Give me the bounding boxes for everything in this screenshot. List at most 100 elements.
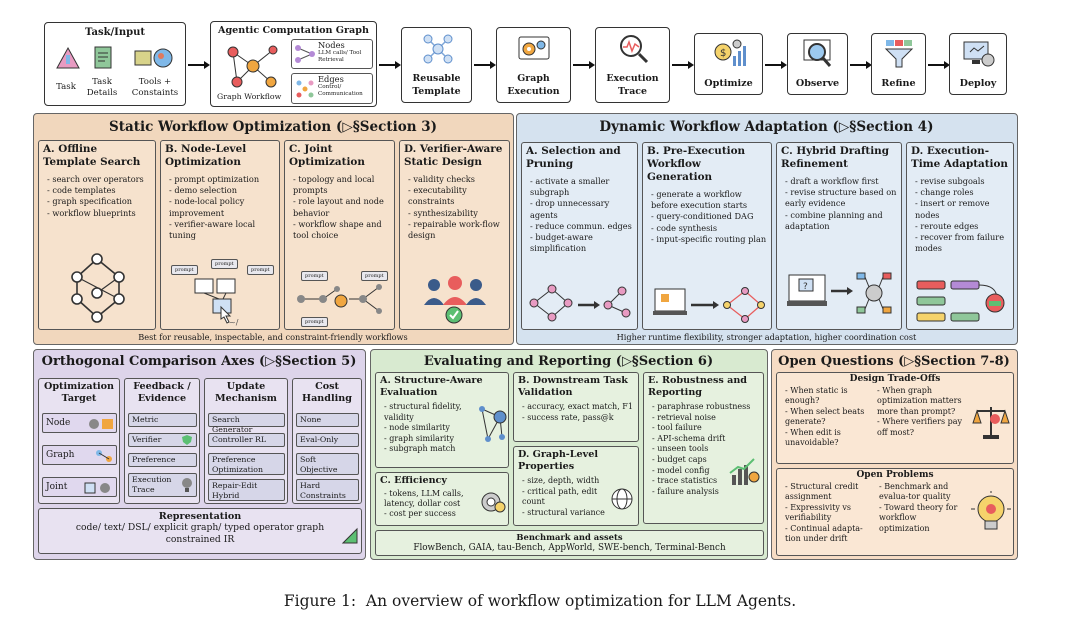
list-item: query-conditioned DAG [651,211,771,222]
ortho-col-update-title: Update Mechanism [215,381,277,404]
list-item: graph specification [47,196,155,207]
tradeoffs-left-list: When static is enough? When select beats… [785,386,875,448]
list-item: trace statistics [652,476,763,487]
ortho-col-cost: Cost Handling None Eval-Only Soft Object… [292,378,362,504]
list-item: search over operators [47,174,155,185]
dynamic-section: Dynamic Workflow Adaptation (▷§Section 4… [516,113,1018,345]
task-details-icon [94,46,112,69]
evaluating-section: Evaluating and Reporting (▷§Section 6) A… [370,349,768,560]
runtime-adaptation-icon [916,280,1005,322]
nodes-desc: LLM calls/ Tool Retrieval [318,50,362,63]
dynamic-col-d: D. Execution-Time Adaptation revise subg… [906,142,1014,330]
list-item: cost per success [384,509,478,519]
svg-text:$: $ [720,48,726,59]
cost-soft-objective: Soft Objective [296,453,359,475]
joint-target-icon [84,482,110,494]
step-refine: Refine [871,33,926,95]
static-col-c-title: C. Joint Optimization [289,143,365,168]
list-item: code synthesis [651,223,771,234]
nodes-subbox: Nodes LLM calls/ Tool Retrieval [291,39,373,69]
list-item: input-specific routing plan [651,234,771,245]
task-label: Task [56,82,76,92]
list-item: Benchmark and evalua-tor quality [879,482,967,503]
dynamic-col-a-title: A. Selection and Pruning [526,145,621,170]
eval-downstream-title: B. Downstream Task Validation [518,375,628,398]
problems-title: Open Problems [856,470,934,480]
list-item: workflow blueprints [47,208,155,219]
list-item: retrieval noise [652,413,763,424]
step-deploy: Deploy [949,33,1007,95]
list-item: When select beats generate? [785,407,875,428]
template-network-icon [423,34,453,64]
step-execution-trace-label: Execution Trace [606,73,659,97]
list-item: change roles [915,187,1013,198]
static-col-a-title: A. Offline Template Search [43,143,141,168]
evaluating-title: Evaluating and Reporting (▷§Section 6) [423,354,714,369]
hybrid-refinement-icon: ? [787,272,892,314]
update-repair-edit-hybrid: Repair-Edit Hybrid [208,479,285,501]
list-item: budget-aware simplification [530,232,637,254]
list-item: demo selection [169,185,279,196]
magnifier-trace-icon [620,35,649,64]
graph-target-icon [96,450,112,462]
task-details-label: Task Details [86,77,118,98]
list-item: node similarity [384,423,478,434]
list-item: When edit is unavoidable? [785,428,875,449]
list-item: topology and local prompts [293,174,394,196]
pruning-graph-icon [529,284,631,322]
ortho-col-feedback: Feedback / Evidence Metric Verifier Pref… [124,378,200,504]
list-item: tokens, LLM calls, latency, dollar cost [384,489,478,509]
representation-title: Representation [158,511,242,522]
arrow-7 [850,61,872,68]
lightbulb-icon [971,491,1011,530]
ortho-col-cost-title: Cost Handling [302,381,352,404]
list-item: Toward theory for workflow optimization [879,503,967,534]
edges-subbox: Edges Control/ Communication [291,73,373,104]
tools-label: Tools + Constaints [131,77,179,98]
list-item: validity checks [408,174,509,185]
list-item: generate a workflow before execution sta… [651,189,771,211]
list-item: size, depth, width [522,476,610,487]
cost-eval-only: Eval-Only [296,433,359,447]
list-item: API-schema drift [652,434,763,445]
template-search-graph-icon [71,253,125,323]
representation-text: code/ text/ DSL/ explicit graph/ typed o… [75,522,325,545]
edges-label: Edges [318,74,344,84]
optimize-icon: $ [714,39,746,66]
graph-workflow-icon [227,45,278,88]
update-controller-rl: Controller RL [208,433,285,447]
svg-text:~/: ~/ [229,318,239,327]
static-col-b-list: prompt optimization demo selection node-… [161,171,279,241]
graph-box: Agentic Computation Graph Graph Workflow… [210,21,377,107]
step-observe-label: Observe [795,78,840,89]
arrow-4 [573,61,595,68]
static-col-b: B. Node-Level Optimization prompt optimi… [160,140,280,330]
ortho-col-feedback-title: Feedback / Evidence [133,381,191,404]
step-reusable-template-label: Reusable Template [412,73,461,97]
list-item: revise subgoals [915,176,1013,187]
list-item: When graph optimization matters more tha… [877,386,967,417]
eval-structure: A. Structure-Aware Evaluation structural… [375,372,509,468]
list-item: Structural credit assignment [785,482,875,503]
list-item: graph similarity [384,434,478,445]
shield-icon [182,435,192,445]
feedback-verifier: Verifier [128,433,197,447]
benchmark-box: Benchmark and assets FlowBench, GAIA, ta… [375,530,764,556]
trace-bulb-icon [182,478,192,492]
figure-caption: Figure 1: An overview of workflow optimi… [283,592,797,610]
dynamic-col-c-title: C. Hybrid Drafting Refinement [781,145,890,170]
eval-robustness-title: E. Robustness and Reporting [648,375,748,398]
refine-funnel-icon [884,40,914,68]
feedback-preference: Preference [128,453,197,467]
list-item: subgraph match [384,444,478,455]
eval-downstream-list: accuracy, exact match, F1 success rate, … [514,401,638,423]
static-col-d-title: D. Verifier-Aware Static Design [404,143,503,168]
target-node: Node [42,413,117,433]
tradeoffs-right-list: When graph optimization matters more tha… [877,386,967,438]
prompt-tag: prompt [171,265,198,275]
eval-graphlevel-list: size, depth, width critical path, edit c… [514,475,638,518]
graph-caption: Graph Workflow [217,92,282,101]
static-section: Static Workflow Optimization (▷§Section … [33,113,514,345]
gear-icon [518,36,550,60]
svg-text:?: ? [803,282,808,292]
